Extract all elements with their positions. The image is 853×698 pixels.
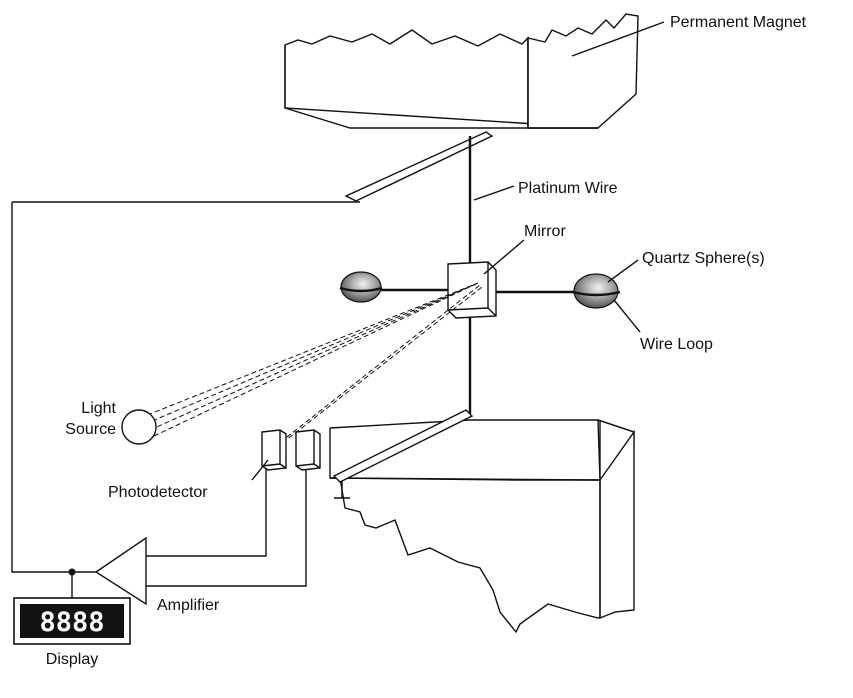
permanent-magnet-bottom	[329, 419, 635, 634]
label-photodetector: Photodetector	[108, 484, 208, 501]
amplifier-triangle	[94, 536, 147, 606]
label-quartz-spheres: Quartz Sphere(s)	[642, 250, 765, 267]
lower-ribbon	[332, 409, 474, 483]
label-display: Display	[46, 651, 98, 668]
display: 8888	[13, 597, 131, 645]
light-source	[121, 409, 157, 445]
quartz-sphere-left	[339, 271, 383, 303]
label-light-source-line1: Light	[81, 400, 116, 417]
photodetector-right	[295, 429, 321, 471]
label-light-source-line2: Source	[65, 421, 116, 438]
label-amplifier: Amplifier	[157, 597, 220, 614]
quartz-sphere-right	[572, 273, 621, 309]
display-readout: 8888	[39, 607, 104, 638]
label-platinum-wire: Platinum Wire	[518, 180, 618, 197]
circuit-wiring	[11, 201, 360, 598]
junction-dot	[68, 568, 76, 576]
upper-ribbon	[344, 131, 494, 202]
label-permanent-magnet: Permanent Magnet	[670, 14, 807, 31]
leader-lines	[251, 21, 665, 481]
permanent-magnet-top	[284, 13, 639, 129]
label-mirror: Mirror	[524, 223, 566, 240]
light-beams	[139, 282, 483, 453]
label-wire-loop: Wire Loop	[640, 336, 713, 353]
